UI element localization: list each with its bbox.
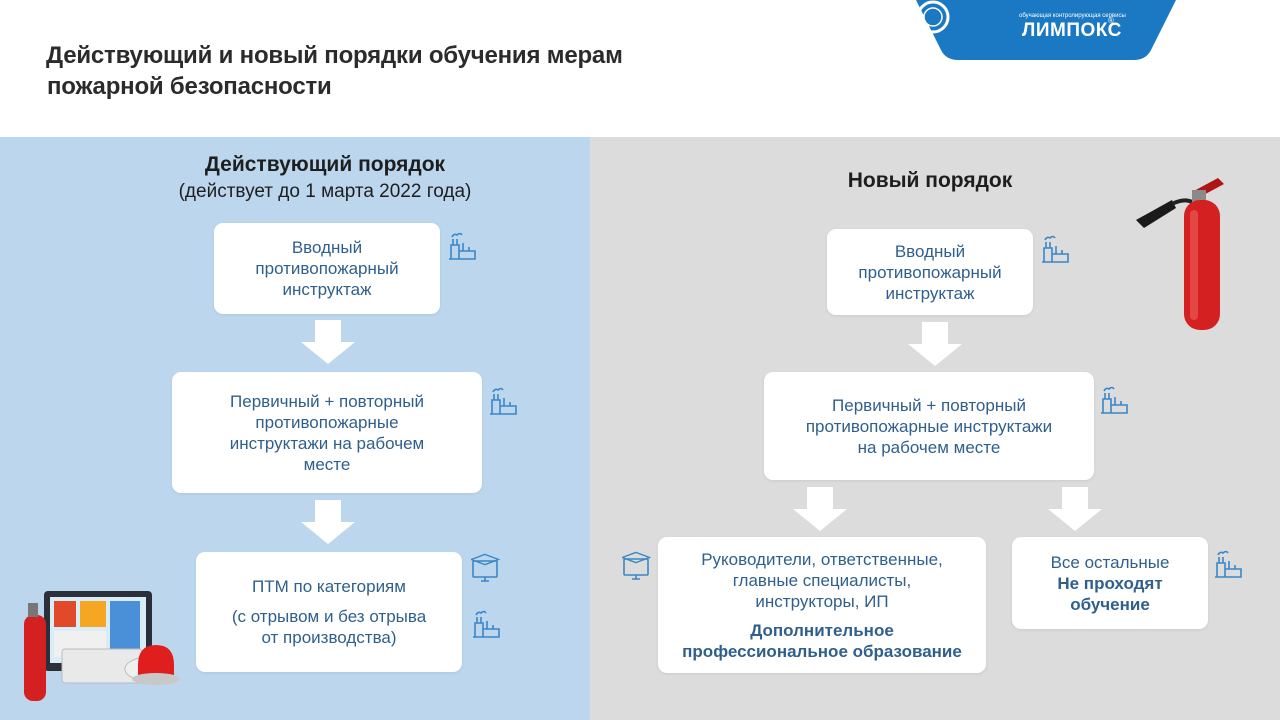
page-title: Действующий и новый порядки обучения мер… — [46, 40, 623, 102]
fire-safety-equipment-image — [14, 585, 184, 705]
box-line: месте — [304, 454, 351, 475]
box-line-bold: Дополнительное — [750, 620, 894, 641]
right-intro-briefing-box: Вводный противопожарный инструктаж — [827, 229, 1033, 315]
arrow-down-icon — [793, 487, 847, 531]
arrow-down-icon — [301, 320, 355, 364]
box-line: противопожарный — [858, 262, 1001, 283]
box-line: Вводный — [895, 241, 965, 262]
box-line: противопожарный — [255, 258, 398, 279]
factory-icon — [1040, 232, 1072, 264]
box-line: (с отрывом и без отрыва — [232, 606, 426, 627]
current-order-subheading: (действует до 1 марта 2022 года) — [130, 181, 520, 203]
factory-icon — [471, 607, 503, 639]
box-line: Все остальные — [1051, 552, 1170, 573]
box-line: на рабочем месте — [858, 437, 1001, 458]
monitor-cap-icon — [471, 553, 503, 585]
box-line: инструктаж — [886, 283, 975, 304]
box-line-bold: профессиональное образование — [682, 641, 962, 662]
fire-extinguisher-image — [1132, 170, 1232, 332]
left-ptm-box: ПТМ по категориям (с отрывом и без отрыв… — [196, 552, 462, 672]
logo-name: ЛИМПОКС — [1022, 20, 1122, 42]
box-line: Первичный + повторный — [832, 395, 1026, 416]
factory-icon — [488, 384, 520, 416]
factory-icon — [1099, 383, 1131, 415]
box-line: противопожарные — [255, 412, 398, 433]
factory-icon — [447, 229, 479, 261]
factory-icon — [1213, 547, 1245, 579]
left-intro-briefing-box: Вводный противопожарный инструктаж — [214, 223, 440, 314]
box-line: Первичный + повторный — [230, 391, 424, 412]
box-line-bold: Не проходят — [1057, 573, 1162, 594]
arrow-down-icon — [301, 500, 355, 544]
box-line: Руководители, ответственные, — [701, 549, 943, 570]
box-line-bold: обучение — [1070, 594, 1150, 615]
logo-registered-mark: ® — [1108, 16, 1114, 25]
box-line: ПТМ по категориям — [252, 576, 406, 597]
box-line: инструктажи на рабочем — [230, 433, 425, 454]
right-others-box: Все остальные Не проходят обучение — [1012, 537, 1208, 629]
right-workplace-briefing-box: Первичный + повторный противопожарные ин… — [764, 372, 1094, 480]
monitor-cap-icon — [622, 551, 654, 583]
page-title-line1: Действующий и новый порядки обучения мер… — [46, 40, 623, 71]
arrow-down-icon — [908, 322, 962, 366]
right-managers-box: Руководители, ответственные, главные спе… — [658, 537, 986, 673]
logo-circle-icon — [916, 0, 950, 34]
box-line: Вводный — [292, 237, 362, 258]
page-title-line2: пожарной безопасности — [47, 71, 623, 102]
brand-logo: обучающая контролирующая сервисы ЛИМПОКС… — [916, 0, 1176, 60]
box-line: противопожарные инструктажи — [806, 416, 1052, 437]
left-workplace-briefing-box: Первичный + повторный противопожарные ин… — [172, 372, 482, 493]
box-line: главные специалисты, — [733, 570, 912, 591]
arrow-down-icon — [1048, 487, 1102, 531]
new-order-heading: Новый порядок — [780, 169, 1080, 193]
box-line: инструкторы, ИП — [755, 591, 888, 612]
current-order-heading: Действующий порядок — [150, 153, 500, 177]
box-line: от производства) — [261, 627, 396, 648]
box-line: инструктаж — [283, 279, 372, 300]
